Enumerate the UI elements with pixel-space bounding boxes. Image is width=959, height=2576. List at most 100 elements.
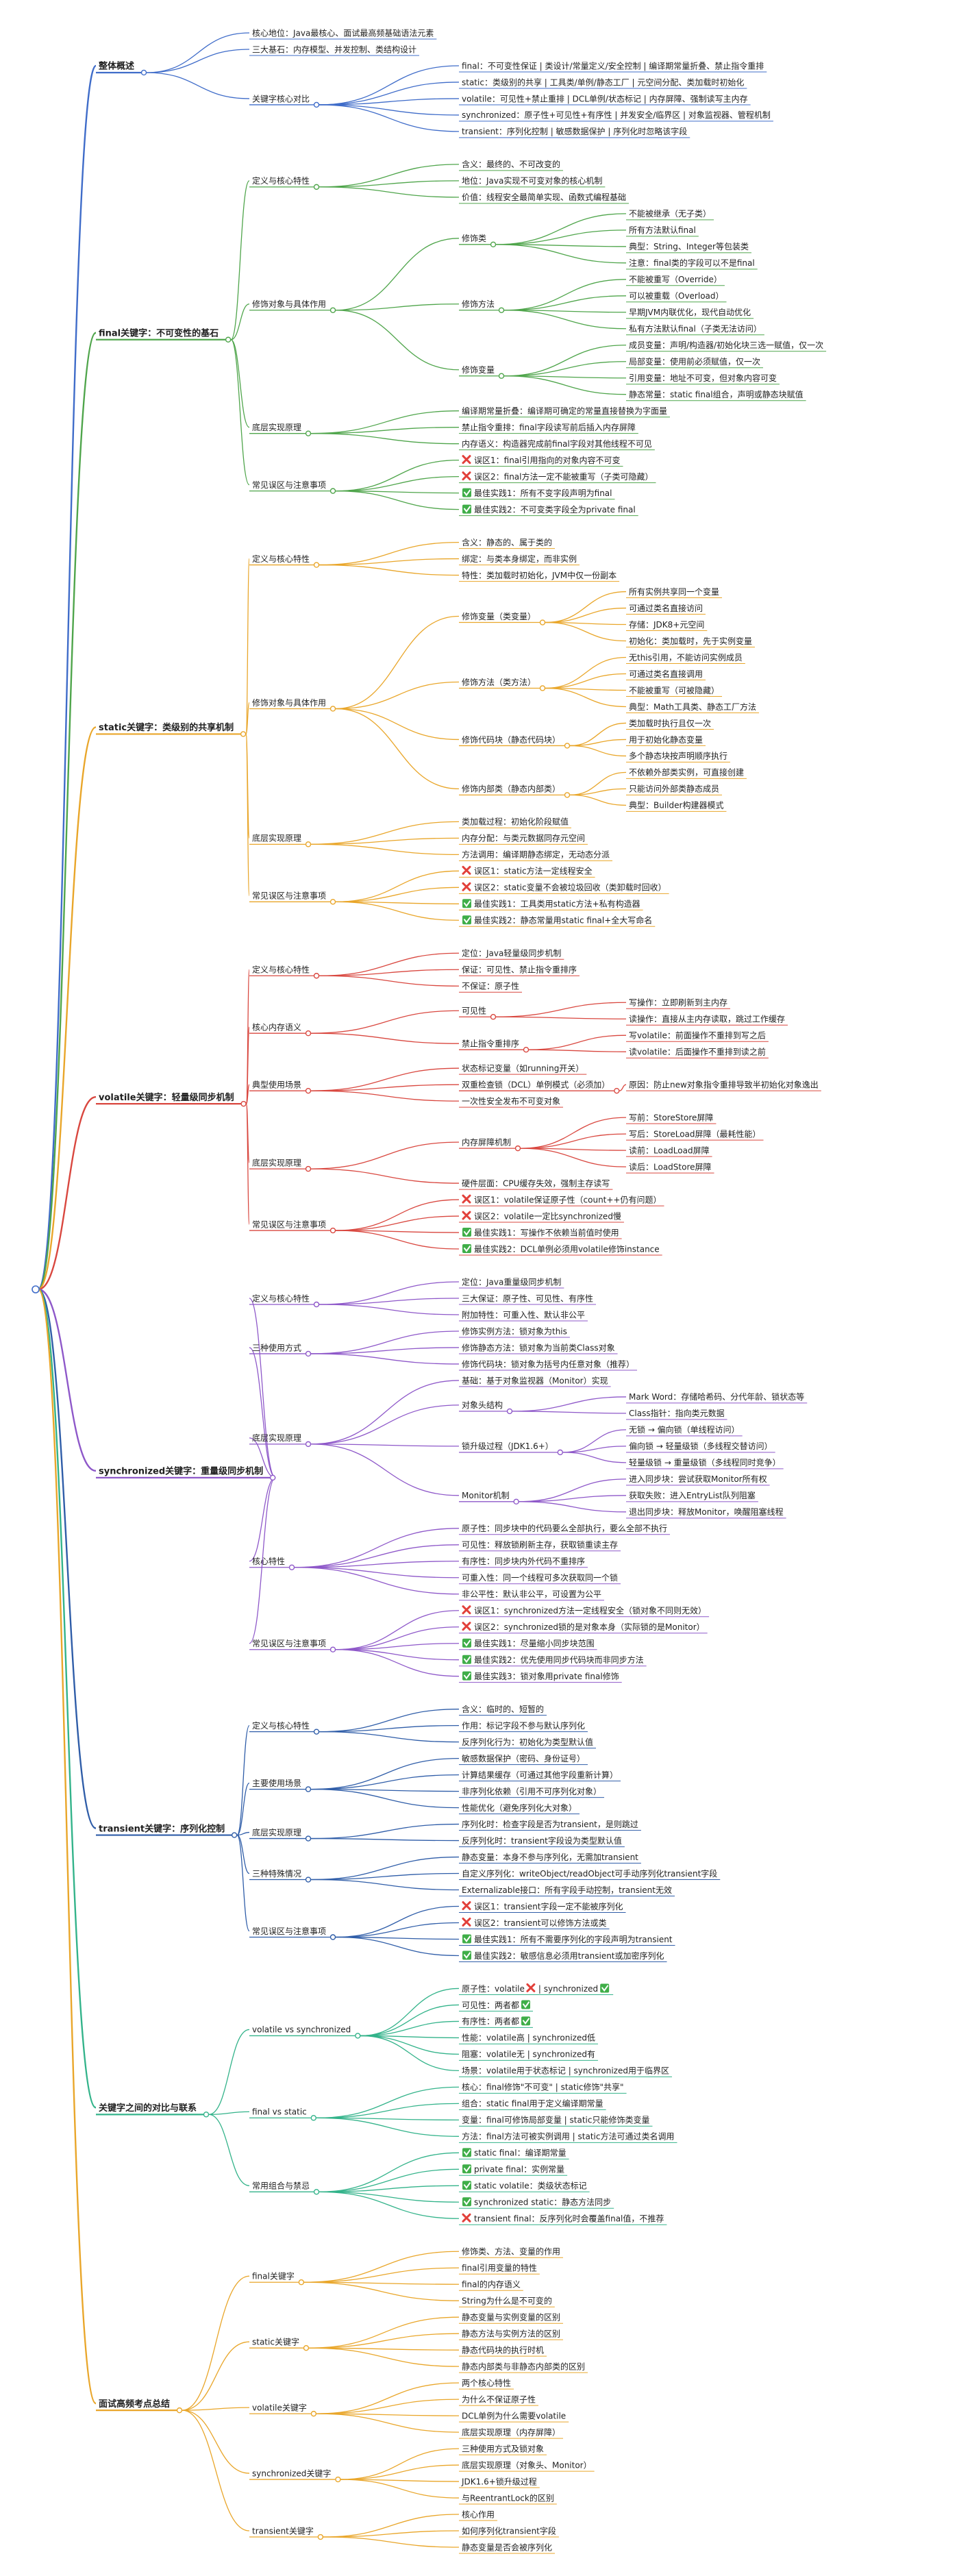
node-connector[interactable] bbox=[313, 101, 320, 108]
node-connector[interactable] bbox=[269, 1474, 276, 1481]
mindmap-node-label: 基础：基于对象监视器（Monitor）实现 bbox=[462, 1375, 608, 1385]
node-connector[interactable] bbox=[313, 1301, 320, 1308]
node-connector[interactable] bbox=[539, 619, 546, 626]
node-connector[interactable] bbox=[305, 841, 312, 847]
mindmap-edge bbox=[147, 72, 250, 99]
mindmap-node-label: 常见误区与注意事项 bbox=[252, 891, 326, 901]
check-icon bbox=[462, 488, 471, 497]
cross-icon bbox=[462, 2213, 471, 2222]
mindmap-node-label: 含义：最终的、不可改变的 bbox=[462, 159, 560, 169]
mindmap-edge bbox=[319, 1725, 460, 1733]
mindmap-edge bbox=[529, 1049, 627, 1052]
mindmap-edge bbox=[295, 1567, 460, 1595]
node-connector[interactable] bbox=[329, 899, 336, 905]
node-connector[interactable] bbox=[313, 973, 320, 979]
mindmap-edge bbox=[340, 2464, 460, 2480]
node-connector[interactable] bbox=[313, 2189, 320, 2195]
node-connector[interactable] bbox=[305, 1030, 312, 1037]
mindmap-edge bbox=[336, 1649, 460, 1677]
node-connector[interactable] bbox=[225, 336, 232, 343]
node-connector[interactable] bbox=[305, 430, 312, 436]
node-connector[interactable] bbox=[305, 1786, 312, 1792]
mindmap-node-label: 锁升级过程（JDK1.6+） bbox=[462, 1441, 553, 1451]
mindmap-node-label: 获取失败：进入EntryList队列阻塞 bbox=[629, 1490, 756, 1500]
node-connector[interactable] bbox=[310, 2410, 317, 2417]
mindmap-edge bbox=[336, 1922, 460, 1938]
node-connector[interactable] bbox=[305, 1165, 312, 1172]
mindmap-edge bbox=[295, 1561, 460, 1568]
mindmap-edge bbox=[319, 1298, 460, 1305]
mindmap-node-label: 可见性：释放锁刷新主存，获取锁重读主存 bbox=[462, 1539, 618, 1550]
node-connector[interactable] bbox=[506, 1408, 513, 1415]
mindmap-node-label: 如何序列化transient字段 bbox=[462, 2525, 556, 2536]
node-connector[interactable] bbox=[335, 2476, 341, 2483]
check-icon bbox=[521, 2000, 531, 2009]
node-connector[interactable] bbox=[564, 792, 571, 798]
node-connector[interactable] bbox=[305, 1087, 312, 1094]
node-connector[interactable] bbox=[240, 731, 247, 737]
node-connector[interactable] bbox=[490, 1014, 497, 1020]
node-connector[interactable] bbox=[329, 1646, 336, 1652]
node-connector[interactable] bbox=[355, 2033, 361, 2039]
mindmap-edge bbox=[504, 375, 627, 395]
node-connector[interactable] bbox=[313, 562, 320, 568]
node-connector[interactable] bbox=[203, 2111, 210, 2118]
node-connector[interactable] bbox=[303, 2344, 310, 2351]
mindmap-node-label: 性能优化（避免序列化大对象） bbox=[462, 1803, 577, 1813]
mindmap-node-label: 核心作用 bbox=[462, 2510, 495, 2519]
mindmap-edge bbox=[512, 1411, 627, 1414]
node-connector[interactable] bbox=[231, 1832, 238, 1838]
node-connector[interactable] bbox=[539, 685, 546, 691]
node-connector[interactable] bbox=[614, 1087, 620, 1094]
node-connector[interactable] bbox=[305, 1350, 312, 1357]
node-connector[interactable] bbox=[329, 1227, 336, 1234]
node-connector[interactable] bbox=[514, 1145, 521, 1152]
node-connector[interactable] bbox=[298, 2279, 305, 2286]
mindmap-node-label: 含义：临时的、短暂的 bbox=[462, 1704, 544, 1714]
mindmap-node-label: 最佳实践1：所有不需要序列化的字段声明为transient bbox=[474, 1934, 673, 1944]
mindmap-node-label: 静态变量与实例变量的区别 bbox=[462, 2312, 560, 2323]
mindmap-edge bbox=[512, 1396, 627, 1412]
node-connector[interactable] bbox=[313, 1729, 320, 1735]
mindmap-edge bbox=[336, 490, 460, 494]
mindmap-edge bbox=[37, 332, 97, 1291]
node-connector[interactable] bbox=[513, 1498, 519, 1505]
root-node[interactable] bbox=[32, 1285, 40, 1293]
mindmap-edge bbox=[360, 2004, 460, 2037]
node-connector[interactable] bbox=[305, 1877, 312, 1883]
mindmap-node-label: 典型：String、Integer等包装类 bbox=[629, 242, 749, 251]
node-connector[interactable] bbox=[329, 1934, 336, 1940]
mindmap-edge bbox=[249, 1477, 276, 1562]
mindmap-edge bbox=[311, 821, 460, 845]
node-connector[interactable] bbox=[523, 1046, 530, 1053]
node-connector[interactable] bbox=[498, 307, 505, 313]
mindmap-edge bbox=[319, 1731, 460, 1743]
node-connector[interactable] bbox=[498, 373, 505, 379]
node-connector[interactable] bbox=[557, 1449, 563, 1456]
mindmap-node-label: 定位：Java轻量级同步机制 bbox=[462, 948, 561, 958]
node-connector[interactable] bbox=[317, 2534, 324, 2540]
node-connector[interactable] bbox=[288, 1564, 295, 1570]
mindmap-node-label: 引用变量：地址不可变，但对象内容可变 bbox=[629, 373, 777, 383]
branch-title: 关键字之间的对比与联系 bbox=[99, 2103, 197, 2114]
node-connector[interactable] bbox=[490, 241, 497, 248]
mindmap-node-label: volatile关键字 bbox=[252, 2402, 307, 2412]
mindmap-edge bbox=[336, 460, 460, 492]
mindmap-edge bbox=[319, 164, 460, 188]
node-connector[interactable] bbox=[305, 1835, 312, 1842]
node-connector[interactable] bbox=[140, 69, 147, 76]
mindmap-node-label: 不能被继承（无子类） bbox=[629, 209, 711, 219]
node-connector[interactable] bbox=[313, 184, 320, 190]
cross-icon bbox=[462, 1901, 471, 1911]
node-connector[interactable] bbox=[240, 1100, 247, 1107]
mindmap-node-label: 内存语义：构造器完成前final字段对其他线程不可见 bbox=[462, 438, 652, 449]
node-connector[interactable] bbox=[329, 488, 336, 494]
node-connector[interactable] bbox=[329, 706, 336, 712]
node-connector[interactable] bbox=[305, 1441, 312, 1448]
node-connector[interactable] bbox=[310, 2115, 316, 2121]
node-connector[interactable] bbox=[564, 743, 571, 749]
mindmap-edge bbox=[496, 1016, 627, 1019]
node-connector[interactable] bbox=[176, 2407, 183, 2414]
mindmap-edge bbox=[496, 1002, 627, 1017]
node-connector[interactable] bbox=[329, 307, 336, 313]
